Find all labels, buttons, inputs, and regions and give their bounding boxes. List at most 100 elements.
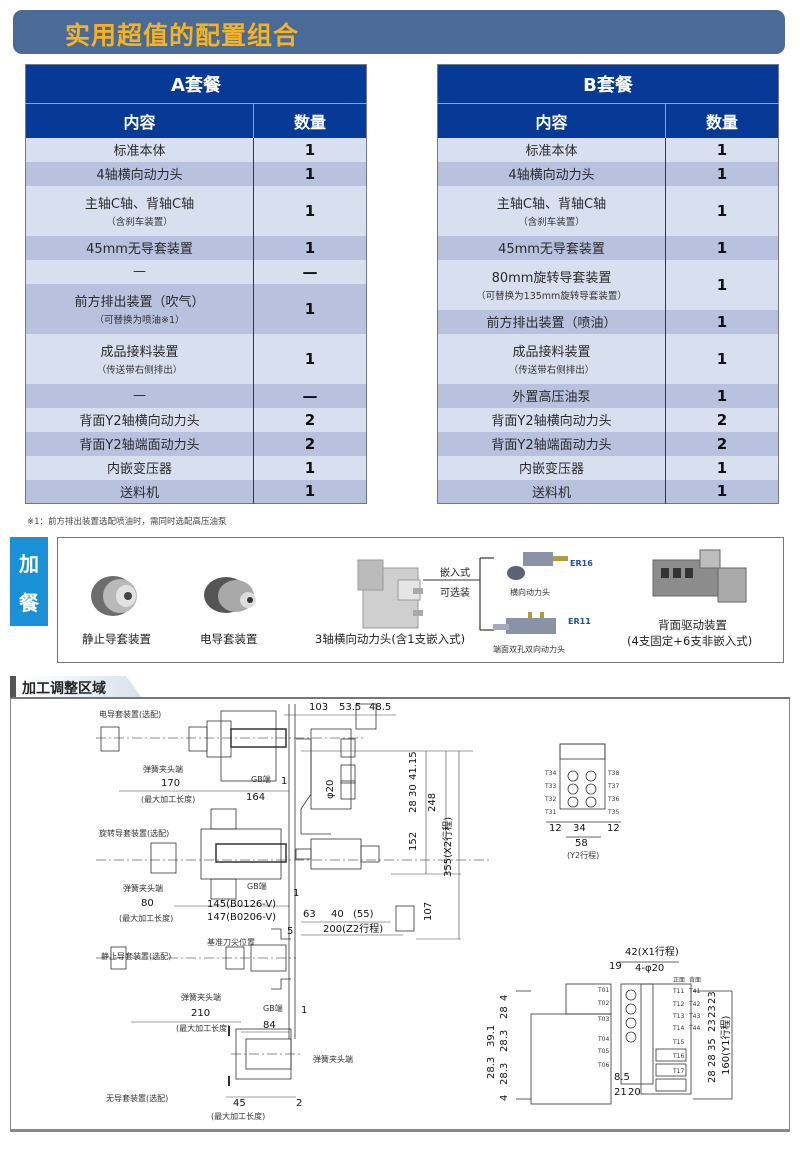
qty-cell: 1 bbox=[304, 164, 316, 183]
dim-42: 42(X1行程) bbox=[625, 947, 679, 958]
item-cell: 45mm无导套装置 bbox=[437, 235, 666, 260]
qty-cell: — bbox=[302, 386, 318, 405]
tool-t43: T43 bbox=[689, 1013, 701, 1020]
item-cell: — bbox=[25, 383, 254, 408]
dim-12b: 12 bbox=[607, 823, 620, 834]
dim-200: 200(Z2行程) bbox=[323, 924, 384, 935]
dim-45: 45 bbox=[233, 1098, 246, 1109]
y2-stroke-label: (Y2行程) bbox=[567, 851, 600, 860]
back-drive-label-1: 背面驱动装置 bbox=[658, 618, 727, 632]
item-name: 主轴C轴、背轴C轴 bbox=[84, 197, 195, 212]
qty-cell: 1 bbox=[304, 201, 316, 220]
item-cell: 背面Y2轴横向动力头 bbox=[25, 407, 254, 432]
gb-end-label-1: GB端 bbox=[251, 775, 271, 784]
col-content-header: 内容 bbox=[25, 103, 254, 138]
addon-tag-line1: 加 bbox=[19, 551, 39, 576]
section-title: 加工调整区域 bbox=[22, 681, 106, 697]
col-content-header: 内容 bbox=[437, 103, 666, 138]
dim-28a: 28 bbox=[408, 800, 419, 813]
dim-8-5: 8.5 bbox=[614, 1072, 630, 1083]
qty-cell: 1 bbox=[304, 349, 316, 368]
addon-tag: 加 餐 bbox=[10, 537, 48, 626]
tool-t31: T31 bbox=[545, 809, 557, 816]
qty-cell: 1 bbox=[716, 238, 728, 257]
item-cell: 成品接料装置（传送带右侧排出） bbox=[25, 333, 254, 384]
title-bar: 实用超值的配置组合 bbox=[13, 10, 785, 54]
back-drive-label-2: (4支固定+6支非嵌入式) bbox=[627, 634, 753, 648]
table-row: 主轴C轴、背轴C轴（含刹车装置）1 bbox=[437, 185, 779, 236]
dim-80: 80 bbox=[141, 898, 154, 909]
item-cell: 内嵌变压器 bbox=[25, 455, 254, 480]
dim-160: 160(Y1行程) bbox=[721, 1015, 732, 1075]
addon-box: 静止导套装置 电导套装置 3轴横向动力头(含1支嵌入式) 嵌入式 可选装 ER1… bbox=[57, 537, 784, 663]
item-cell: 前方排出装置（吹气）（可替换为喷油※1） bbox=[25, 283, 254, 334]
item-note: （可替换为喷油※1） bbox=[94, 315, 185, 326]
item-name: — bbox=[133, 388, 146, 403]
bracket-lines bbox=[479, 557, 494, 631]
item-name: 标准本体 bbox=[525, 144, 578, 159]
item-name: 45mm无导套装置 bbox=[86, 242, 193, 257]
gb-end-label-2: GB端 bbox=[247, 882, 267, 891]
dim-28d: 28 bbox=[707, 1070, 718, 1083]
tool-t16: T16 bbox=[673, 1053, 685, 1060]
electric-guide-label: 电导套装置 bbox=[200, 632, 258, 646]
table-row: 前方排出装置（喷油）1 bbox=[437, 309, 779, 334]
dim-152: 152 bbox=[408, 831, 419, 851]
item-name: 背面Y2轴端面动力头 bbox=[491, 438, 612, 453]
er16-label: ER16 bbox=[570, 559, 593, 568]
static-guide-label: 静止导套装置 bbox=[82, 632, 151, 646]
tool-t38: T38 bbox=[608, 770, 620, 777]
table-row: —— bbox=[25, 259, 367, 284]
item-name: 背面Y2轴端面动力头 bbox=[79, 438, 200, 453]
item-name: 内嵌变压器 bbox=[518, 462, 584, 477]
tool-t05: T05 bbox=[598, 1048, 610, 1055]
technical-drawing-lines bbox=[96, 703, 733, 1105]
three-axis-head-label: 3轴横向动力头(含1支嵌入式) bbox=[315, 632, 466, 646]
dim-145: 145(B0126-V) bbox=[207, 899, 277, 910]
qty-cell: 1 bbox=[716, 164, 728, 183]
item-cell: 背面Y2轴端面动力头 bbox=[25, 431, 254, 456]
tool-t14: T14 bbox=[673, 1025, 685, 1032]
static-guide-bush-image bbox=[91, 576, 137, 616]
qty-cell: 1 bbox=[716, 349, 728, 368]
dim-164: 164 bbox=[246, 792, 266, 803]
qty-cell: 1 bbox=[304, 140, 316, 159]
dim-41-15: 41.15 bbox=[408, 751, 419, 780]
table-row: 45mm无导套装置 1 bbox=[437, 235, 779, 260]
item-cell: 成品接料装置（传送带右侧排出） bbox=[437, 333, 666, 384]
dim-248: 248 bbox=[427, 792, 438, 812]
item-name: 背面Y2轴横向动力头 bbox=[491, 414, 612, 429]
item-cell: 内嵌变压器 bbox=[437, 455, 666, 480]
col-qty-header: 数量 bbox=[705, 112, 738, 132]
collet-end-label-2: 弹簧夹头端 bbox=[123, 884, 163, 893]
tool-t01: T01 bbox=[598, 987, 610, 994]
item-cell: 背面Y2轴端面动力头 bbox=[437, 431, 666, 456]
collet-end-label-3: 弹簧夹头端 bbox=[181, 993, 221, 1002]
dim-40: 40 bbox=[331, 909, 344, 920]
dim-1a: 1 bbox=[281, 776, 288, 787]
table-row: —— bbox=[25, 383, 367, 408]
addon-tag-line2: 餐 bbox=[19, 590, 39, 615]
machining-area-drawing: 电导套装置(选配) 弹簧夹头端 GB端 170 164 1 (最大加工长度) 1… bbox=[10, 699, 790, 1132]
optional-label: 可选装 bbox=[440, 588, 470, 599]
three-axis-head-image bbox=[357, 559, 480, 629]
tool-t11: T11 bbox=[673, 988, 685, 995]
qty-cell: 1 bbox=[304, 482, 316, 501]
item-cell: 4轴横向动力头 bbox=[437, 161, 666, 186]
item-cell: 标准本体 bbox=[437, 137, 666, 162]
dim-170: 170 bbox=[161, 778, 181, 789]
item-name: 主轴C轴、背轴C轴 bbox=[496, 197, 607, 212]
tool-t04: T04 bbox=[598, 1036, 610, 1043]
dim-53-5: 53.5 bbox=[339, 702, 362, 713]
dim-4b: 4 bbox=[499, 1094, 510, 1101]
max-length-label-3: (最大加工长度) bbox=[176, 1024, 231, 1033]
qty-cell: 1 bbox=[716, 482, 728, 501]
col-qty-header: 数量 bbox=[293, 112, 326, 132]
item-note: （含刹车装置） bbox=[518, 217, 585, 228]
collet-end-label-1: 弹簧夹头端 bbox=[143, 765, 183, 774]
dim-23a: 23 bbox=[707, 991, 718, 1004]
qty-cell: 2 bbox=[304, 434, 316, 453]
dim-phi20: φ20 bbox=[325, 779, 336, 799]
item-name: 45mm无导套装置 bbox=[498, 242, 605, 257]
